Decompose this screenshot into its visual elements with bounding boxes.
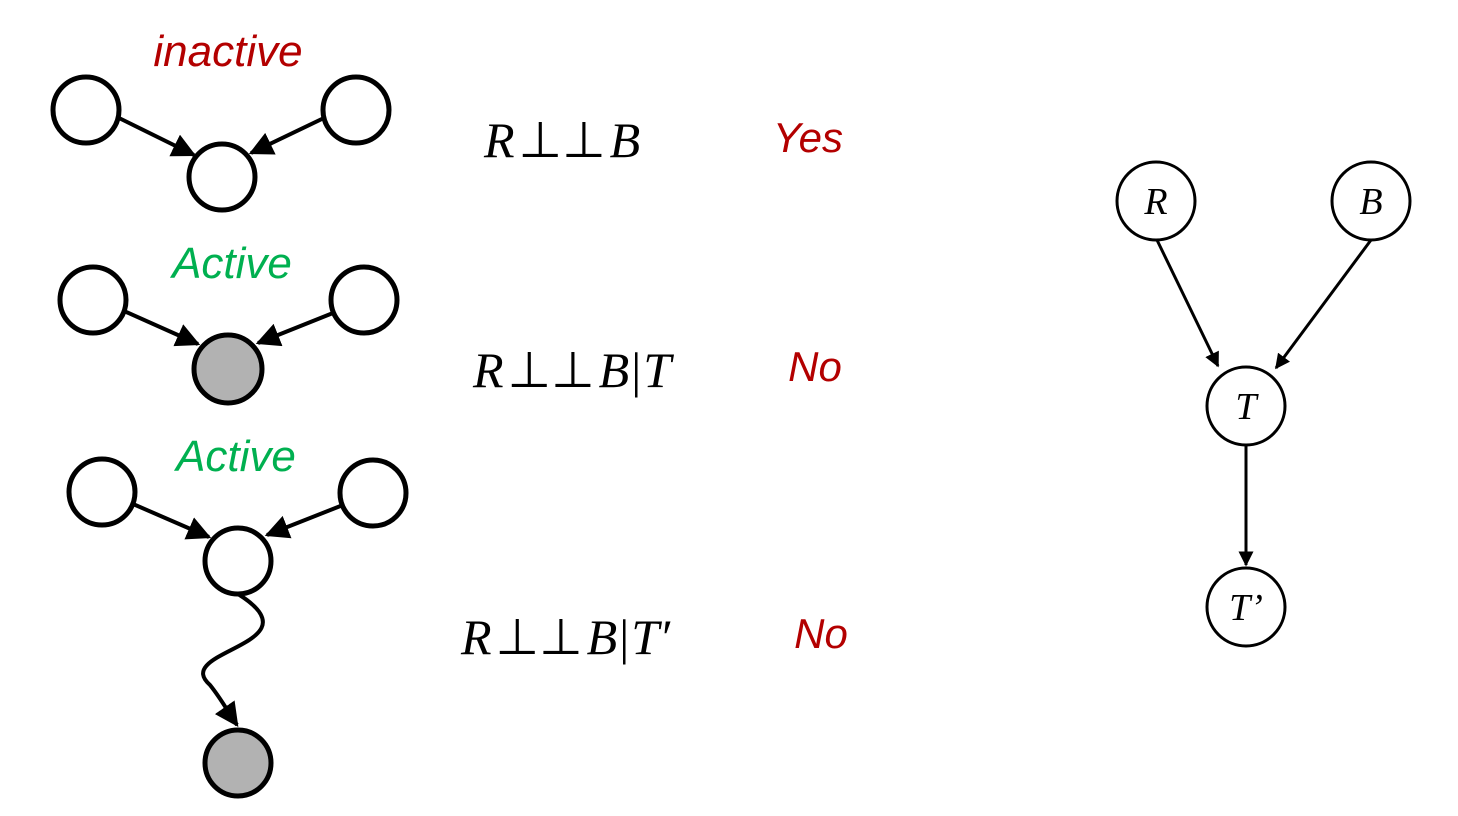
node-b [1330,160,1412,242]
answer-2: No [788,343,842,390]
case-3-edge-right [264,503,344,539]
case-1-bottom-node [186,141,258,213]
node-r [1115,160,1197,242]
statement-3: R⊥⊥B|T′ [460,609,671,665]
case-3-right-node [337,457,409,529]
case-1-left-node [50,74,122,146]
case-1-edge-right [248,115,327,155]
case-3-left-node [66,456,138,528]
answer-3: No [794,610,848,657]
answers: Yes No No [773,114,848,657]
case-1-label: inactive [153,27,302,76]
bayes-network: R B T T’ [1115,160,1412,648]
node-t-prime-label: T’ [1229,587,1263,629]
case-2-pattern: Active [57,239,400,406]
node-b-label: B [1359,181,1382,223]
case-1-edge-left [118,116,197,157]
node-t-prime [1205,566,1287,648]
statement-1: R⊥⊥B [483,112,640,168]
case-3-middle-node [202,525,274,597]
case-2-label: Active [169,239,292,288]
node-r-label: R [1143,181,1167,223]
case-3-observed-node [202,727,274,799]
statements: R⊥⊥B R⊥⊥B|T R⊥⊥B|T′ [460,112,674,665]
case-1-pattern: inactive [50,27,392,213]
edge-r-to-t [1155,239,1220,368]
case-2-right-node [328,264,400,336]
edge-b-to-t [1274,239,1373,370]
node-t [1205,365,1287,447]
case-3-edge-left [132,502,212,540]
case-2-edge-right [255,311,334,347]
statement-2: R⊥⊥B|T [472,342,674,398]
case-3-label: Active [173,432,296,481]
case-2-observed-node [191,332,265,406]
case-1-right-node [320,74,392,146]
case-2-edge-left [123,309,201,347]
node-t-label: T [1235,386,1259,428]
case-2-left-node [57,264,129,336]
case-3-pattern: Active [66,432,409,799]
case-3-descendant-path [201,592,265,727]
answer-1: Yes [773,114,843,161]
